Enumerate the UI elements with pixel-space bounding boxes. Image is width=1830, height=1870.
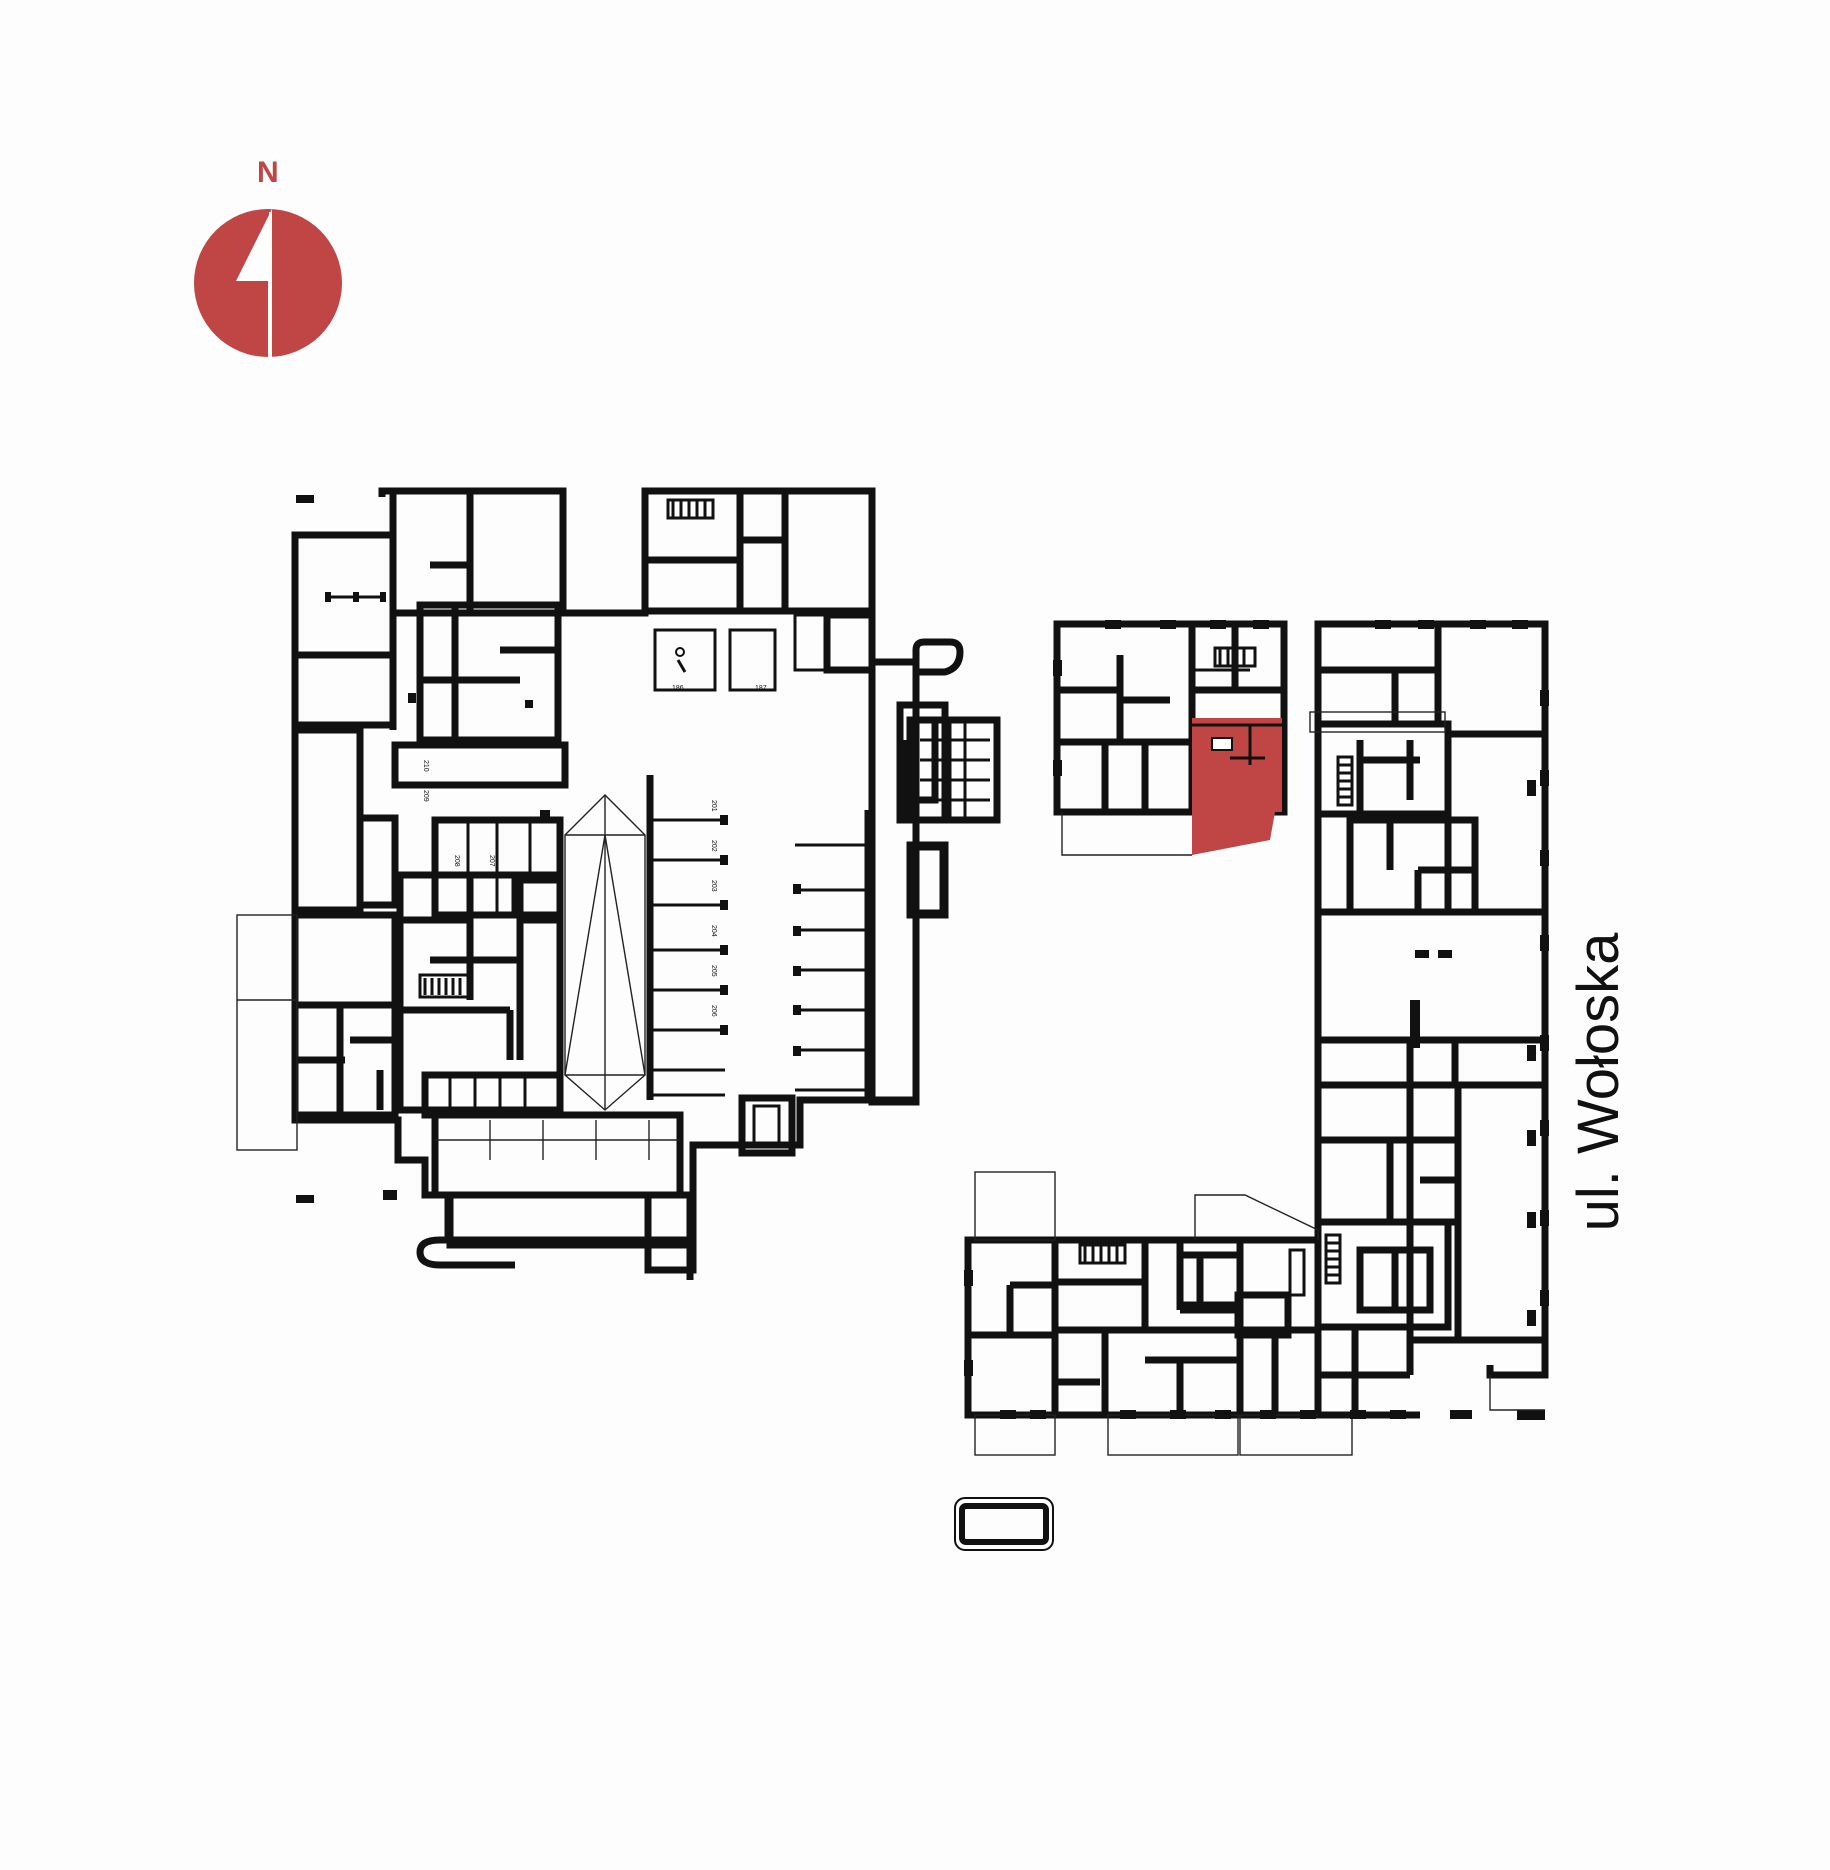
street-label: ul. Wołoska (1566, 932, 1631, 1232)
highlighted-apartment[interactable] (1192, 718, 1282, 812)
north-compass-icon (194, 209, 342, 357)
parking-label-186: 186 (672, 685, 684, 692)
parking-label-187: 187 (755, 685, 767, 692)
compass-needle (236, 209, 272, 357)
left-building (236, 487, 1001, 1280)
bottom-building (964, 1171, 1460, 1456)
parking-label-204: 204 (710, 925, 717, 937)
highlighted-balcony (1192, 812, 1275, 855)
pavilion (954, 1497, 1054, 1551)
parking-label-208: 208 (453, 855, 460, 867)
parking-label-207: 207 (488, 855, 495, 867)
parking-label-202: 202 (710, 840, 717, 852)
parking-labels: 186 187 201 202 203 204 205 206 207 208 … (422, 685, 767, 1017)
right-wing-building (1309, 620, 1549, 1420)
parking-label-203: 203 (710, 880, 717, 892)
parking-label-205: 205 (710, 965, 717, 977)
compass-north-letter: N (257, 156, 279, 189)
upper-middle-building (1053, 620, 1288, 856)
parking-label-201: 201 (710, 800, 717, 812)
parking-label-209: 209 (422, 790, 429, 802)
parking-label-206: 206 (710, 1005, 717, 1017)
parking-label-210: 210 (422, 760, 429, 772)
